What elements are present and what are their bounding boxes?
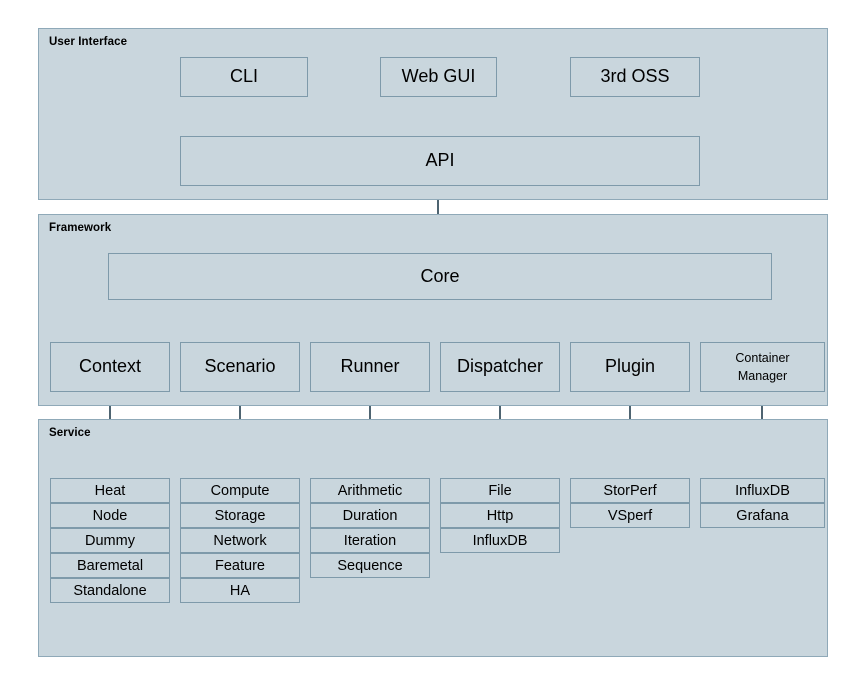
node-3rd-oss[interactable]: 3rd OSS xyxy=(570,57,700,97)
list-item[interactable]: File xyxy=(440,478,560,503)
leaf-label: InfluxDB xyxy=(472,532,528,549)
node-dispatcher[interactable]: Dispatcher xyxy=(440,342,560,392)
leaf-label: Http xyxy=(486,507,514,524)
node-label-cli: CLI xyxy=(229,66,258,87)
list-item[interactable]: Compute xyxy=(180,478,300,503)
node-container-manager[interactable]: Container Manager xyxy=(700,342,825,392)
node-runner[interactable]: Runner xyxy=(310,342,430,392)
leaf-label: Network xyxy=(213,532,267,549)
node-label-plugin: Plugin xyxy=(604,356,656,377)
leaf-label: Heat xyxy=(94,482,126,499)
node-label-3rd-oss: 3rd OSS xyxy=(600,66,670,87)
node-label-container-manager-line2: Manager xyxy=(737,369,788,383)
leaf-label: Grafana xyxy=(736,507,789,524)
leaf-label: Sequence xyxy=(337,557,403,574)
leaf-label: VSperf xyxy=(607,507,653,524)
list-item[interactable]: Storage xyxy=(180,503,300,528)
list-item[interactable]: InfluxDB xyxy=(700,478,825,503)
node-plugin[interactable]: Plugin xyxy=(570,342,690,392)
panel-label-user-interface: User Interface xyxy=(49,36,128,48)
leaf-label: Dummy xyxy=(85,532,135,549)
panel-label-service: Service xyxy=(49,427,91,439)
list-item[interactable]: Heat xyxy=(50,478,170,503)
list-item[interactable]: Grafana xyxy=(700,503,825,528)
node-cli[interactable]: CLI xyxy=(180,57,308,97)
list-item[interactable]: StorPerf xyxy=(570,478,690,503)
list-item[interactable]: InfluxDB xyxy=(440,528,560,553)
node-label-api: API xyxy=(425,150,455,171)
list-item[interactable]: Sequence xyxy=(310,553,430,578)
node-scenario[interactable]: Scenario xyxy=(180,342,300,392)
leaf-label: Compute xyxy=(210,482,270,499)
node-label-scenario: Scenario xyxy=(204,356,276,377)
node-api[interactable]: API xyxy=(180,136,700,186)
leaf-label: Arithmetic xyxy=(337,482,403,499)
node-label-dispatcher: Dispatcher xyxy=(456,356,544,377)
leaf-label: Baremetal xyxy=(76,557,144,574)
node-label-core: Core xyxy=(420,265,460,286)
panel-service: Service xyxy=(38,419,828,657)
leaf-label: Feature xyxy=(215,557,265,574)
list-item[interactable]: HA xyxy=(180,578,300,603)
leaf-label: Node xyxy=(92,507,128,524)
leaf-label: StorPerf xyxy=(603,482,657,499)
node-web-gui[interactable]: Web GUI xyxy=(380,57,497,97)
list-item[interactable]: Iteration xyxy=(310,528,430,553)
leaf-label: Iteration xyxy=(343,532,397,549)
node-context[interactable]: Context xyxy=(50,342,170,392)
list-item[interactable]: VSperf xyxy=(570,503,690,528)
list-item[interactable]: Http xyxy=(440,503,560,528)
list-item[interactable]: Baremetal xyxy=(50,553,170,578)
list-item[interactable]: Duration xyxy=(310,503,430,528)
node-label-runner: Runner xyxy=(340,356,400,377)
leaf-label: HA xyxy=(229,582,251,599)
list-item[interactable]: Dummy xyxy=(50,528,170,553)
list-item[interactable]: Arithmetic xyxy=(310,478,430,503)
leaf-label: Storage xyxy=(214,507,266,524)
leaf-label: Duration xyxy=(342,507,398,524)
panel-label-framework: Framework xyxy=(49,222,112,234)
node-label-context: Context xyxy=(78,356,142,377)
leaf-label: Standalone xyxy=(73,582,147,599)
leaf-label: File xyxy=(488,482,512,499)
node-label-container-manager-line1: Container xyxy=(735,350,790,365)
list-item[interactable]: Feature xyxy=(180,553,300,578)
list-item[interactable]: Standalone xyxy=(50,578,170,603)
list-item[interactable]: Network xyxy=(180,528,300,553)
node-label-web-gui: Web GUI xyxy=(401,66,476,87)
node-core[interactable]: Core xyxy=(108,253,772,300)
list-item[interactable]: Node xyxy=(50,503,170,528)
leaf-label: InfluxDB xyxy=(735,482,790,499)
